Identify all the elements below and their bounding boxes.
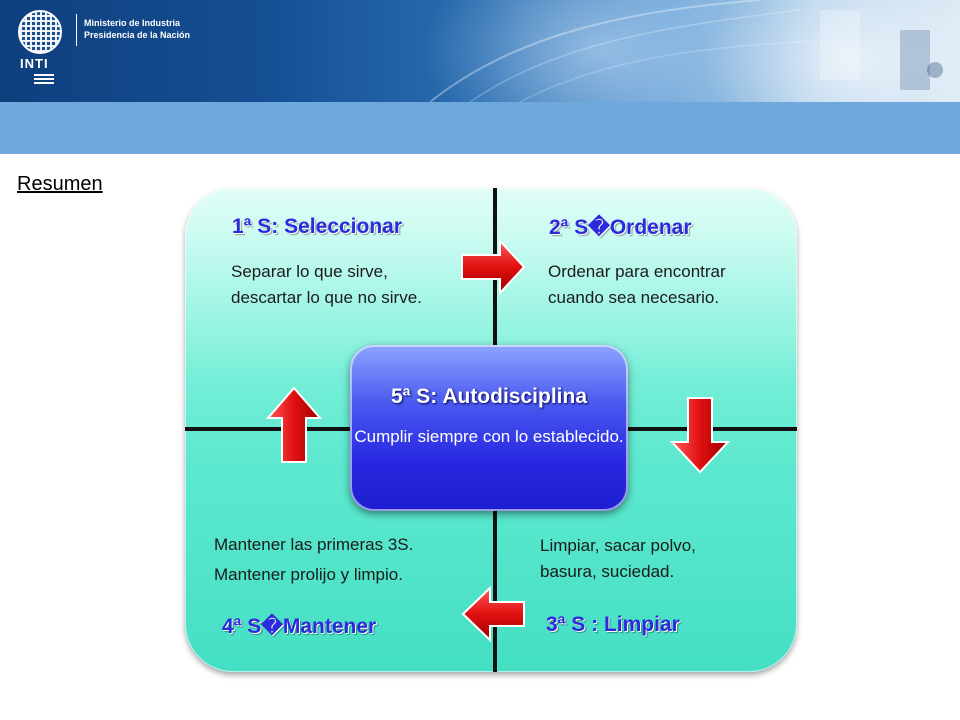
arrow-left-icon <box>461 585 525 643</box>
slide-title: Resumen <box>17 173 103 195</box>
ministry-label: Ministerio de Industria Presidencia de l… <box>84 17 190 41</box>
quadrant-4-line-1: Mantener las primeras 3S. <box>214 535 414 554</box>
center-desc: Cumplir siempre con lo establecido. <box>354 427 624 446</box>
arrow-up-icon <box>265 386 323 463</box>
quadrant-3-desc: Limpiar, sacar polvo, basura, suciedad. <box>540 533 696 585</box>
logo-separator <box>76 14 77 46</box>
arrow-right-icon <box>461 238 526 296</box>
center-title: 5ª S: Autodisciplina <box>390 385 587 408</box>
header-band <box>0 102 960 154</box>
quadrant-4-line-2: Mantener prolijo y limpio. <box>214 565 403 584</box>
header-glow <box>700 0 960 102</box>
quadrant-4-title: 4ª S�Mantener <box>222 615 377 638</box>
quadrant-2-line-1: Ordenar para encontrar <box>548 262 726 281</box>
quadrant-4-desc: Mantener las primeras 3S. Mantener proli… <box>214 530 413 590</box>
quadrant-3-line-2: basura, suciedad. <box>540 562 675 581</box>
quadrant-3-line-1: Limpiar, sacar polvo, <box>540 536 696 555</box>
logo-bar-icon <box>34 74 54 84</box>
quadrant-3-title: 3ª S : Limpiar <box>546 613 680 636</box>
quadrant-1-title: 1ª S: Seleccionar <box>232 215 403 238</box>
quadrant-1-line-1: Separar lo que sirve, <box>231 262 388 281</box>
quadrant-2-title: 2ª S�Ordenar <box>549 216 692 239</box>
quadrant-1-desc: Separar lo que sirve, descartar lo que n… <box>231 259 422 311</box>
inti-logo-icon <box>18 10 62 54</box>
ministry-line-1: Ministerio de Industria <box>84 18 181 28</box>
quadrant-1-line-2: descartar lo que no sirve. <box>231 288 422 307</box>
header-decoration <box>429 0 943 102</box>
center-box: 5ª S: Autodisciplina Cumplir siempre con… <box>350 345 628 511</box>
quadrant-2-desc: Ordenar para encontrar cuando sea necesa… <box>548 259 726 311</box>
ministry-line-2: Presidencia de la Nación <box>84 30 191 40</box>
header-banner: INTI Ministerio de Industria Presidencia… <box>0 0 960 102</box>
logo-text: INTI <box>20 56 49 71</box>
arrow-down-icon <box>669 397 731 474</box>
quadrant-2-line-2: cuando sea necesario. <box>548 288 720 307</box>
